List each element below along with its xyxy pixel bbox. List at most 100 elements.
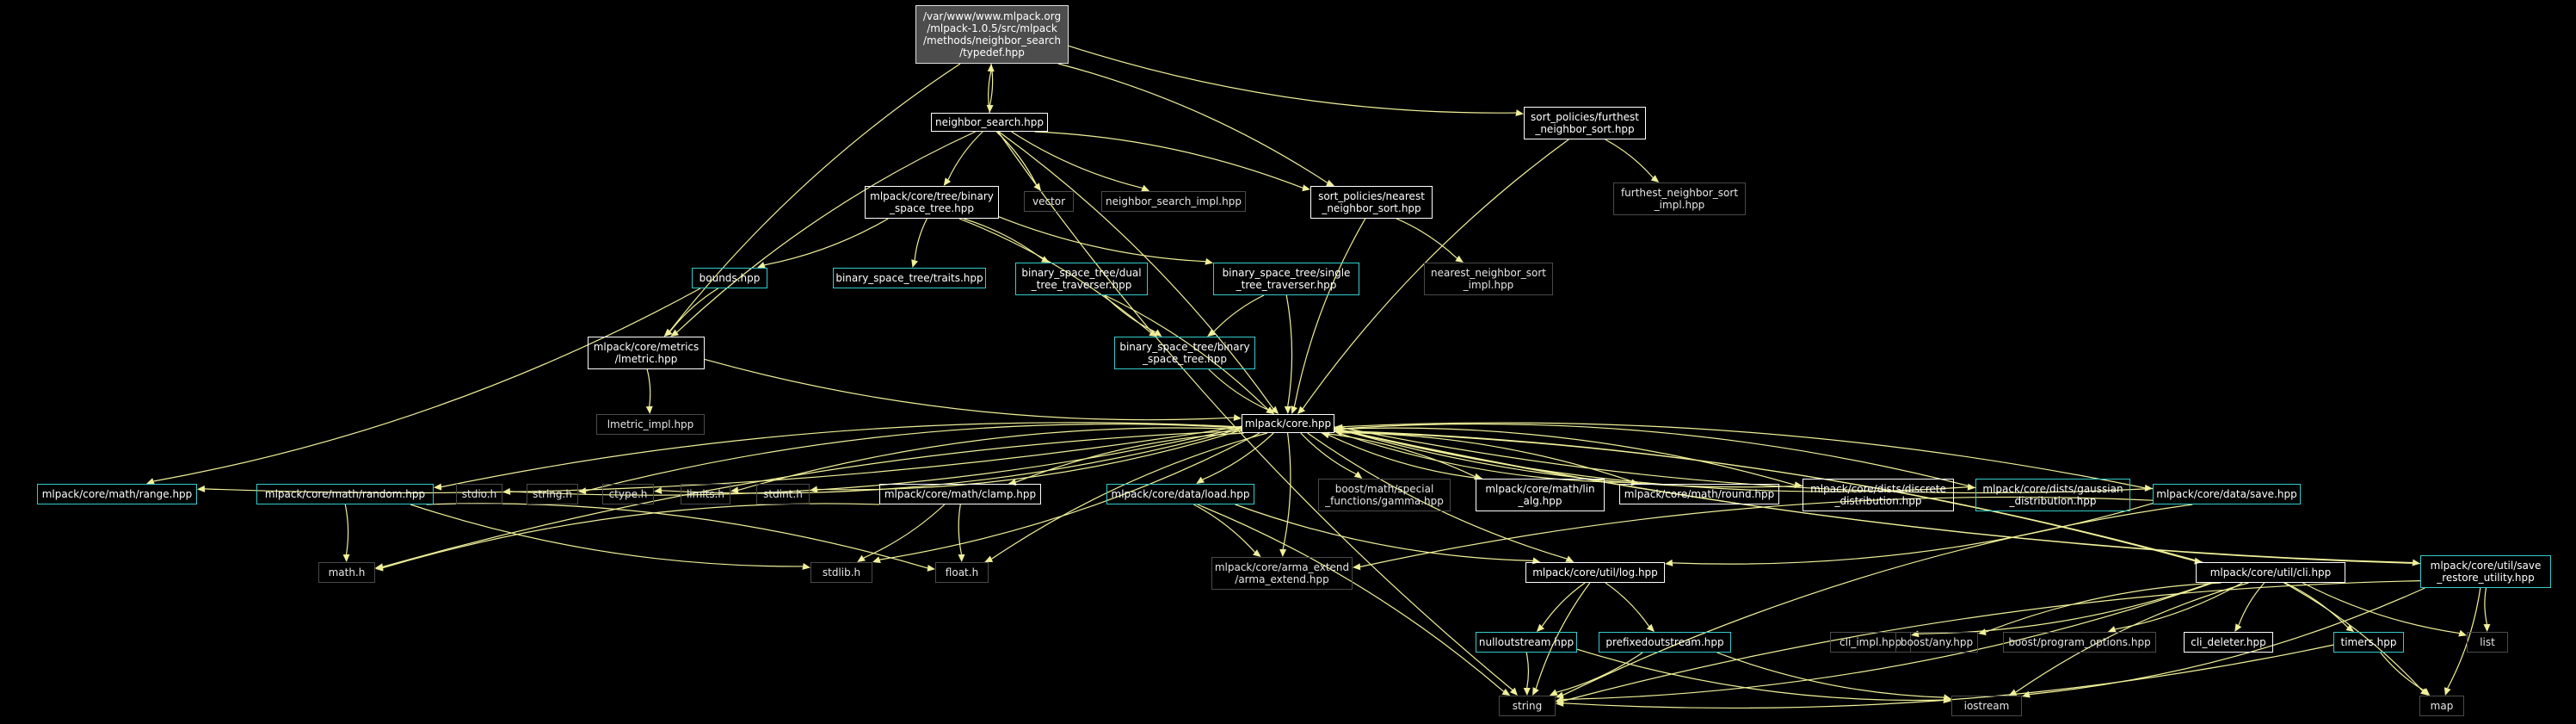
edge-core-to-load — [1202, 432, 1274, 480]
edge-arrowhead — [857, 554, 866, 562]
node-traits[interactable]: binary_space_tree/traits.hpp — [833, 268, 986, 288]
edge-bounds-to-lmetric — [669, 288, 718, 332]
edge-bst-to-dual — [963, 218, 1044, 260]
node-nullout[interactable]: nulloutstream.hpp — [1476, 632, 1577, 653]
node-random[interactable]: mlpack/core/math/random.hpp — [256, 484, 434, 504]
node-prefixed[interactable]: prefixedoutstream.hpp — [1599, 632, 1731, 653]
edge-arrowhead — [645, 405, 653, 414]
edge-arrowhead — [1943, 694, 1951, 702]
node-core[interactable]: mlpack/core.hpp — [1242, 414, 1334, 433]
node-arma: mlpack/core/arma_extend /arma_extend.hpp — [1211, 557, 1353, 590]
node-sp-far[interactable]: sort_policies/furthest _neighbor_sort.hp… — [1524, 107, 1646, 139]
edge-arrowhead — [2234, 623, 2242, 632]
edge-discrete-to-core — [1341, 430, 1803, 488]
edge-arrowhead — [1794, 481, 1803, 489]
edge-arrowhead — [1326, 179, 1335, 187]
edge-gaussian-to-core — [1341, 423, 1976, 489]
edge-save-to-string — [1562, 504, 2193, 696]
node-dual[interactable]: binary_space_tree/dual _tree_traverser.h… — [1015, 263, 1148, 295]
node-bst[interactable]: mlpack/core/tree/binary _space_tree.hpp — [865, 186, 999, 219]
node-save[interactable]: mlpack/core/data/save.hpp — [2153, 484, 2301, 504]
edge-root-to-sp_far — [1068, 45, 1517, 114]
edge-arrowhead — [2412, 559, 2420, 566]
edge-bst-to-bounds — [764, 218, 889, 266]
node-bounds[interactable]: bounds.hpp — [692, 268, 767, 288]
edge-arrowhead — [1565, 555, 1575, 562]
edge-round-to-core — [1341, 432, 1640, 485]
edge-arrowhead — [1665, 559, 1673, 566]
node-log[interactable]: mlpack/core/util/log.hpp — [1525, 562, 1665, 583]
edge-arrowhead — [1253, 549, 1261, 557]
node-iostream: iostream — [1951, 696, 2022, 716]
edge-arrowhead — [375, 564, 384, 572]
node-bstbin[interactable]: binary_space_tree/binary _space_tree.hpp — [1114, 337, 1255, 369]
edge-load-to-log — [1235, 504, 1533, 561]
edge-arrowhead — [1646, 623, 1655, 632]
edge-random-to-float — [426, 503, 928, 569]
edge-clamp-to-stdlib — [863, 504, 946, 559]
node-stdint: stdint.h — [756, 484, 810, 504]
node-list: list — [2467, 632, 2508, 653]
edge-ns-to-root — [988, 71, 992, 114]
node-float: float.h — [935, 562, 989, 583]
edge-arrowhead — [2144, 484, 2153, 492]
node-ns[interactable]: neighbor_search.hpp — [931, 113, 1048, 132]
node-discrete[interactable]: mlpack/core/dists/discrete _distribution… — [1803, 479, 1954, 511]
edge-save-to-log — [1672, 503, 2154, 565]
edge-ns-to-lmetric — [676, 131, 976, 333]
edge-core-to-log — [1307, 432, 1568, 560]
edge-arrowhead — [958, 554, 965, 562]
edge-arrowhead — [802, 562, 810, 570]
node-stringh: string.h — [527, 484, 578, 504]
node-linalg[interactable]: mlpack/core/math/lin _alg.hpp — [1476, 479, 1605, 511]
edge-arrowhead — [1321, 431, 1330, 439]
edge-core-to-linalg — [1321, 432, 1476, 478]
edge-arrowhead — [1196, 476, 1205, 484]
node-sp-far-impl: furthest_neighbor_sort _impl.hpp — [1613, 183, 1746, 215]
node-clamp[interactable]: mlpack/core/math/clamp.hpp — [879, 484, 1041, 504]
node-sp-near[interactable]: sort_policies/nearest _neighbor_sort.hpp — [1310, 186, 1433, 219]
edge-core-to-round — [1334, 430, 1632, 484]
edge-arrowhead — [664, 329, 673, 337]
edge-arrowhead — [654, 486, 662, 494]
node-cli[interactable]: mlpack/core/util/cli.hpp — [2196, 562, 2345, 583]
node-gaussian[interactable]: mlpack/core/dists/gaussian _distribution… — [1975, 479, 2130, 511]
edge-arrowhead — [1501, 688, 1511, 696]
node-load[interactable]: mlpack/core/data/load.hpp — [1106, 484, 1254, 504]
node-timers[interactable]: timers.hpp — [2333, 632, 2404, 653]
edge-saverestore-to-map — [2447, 587, 2481, 689]
node-lmetric[interactable]: mlpack/core/metrics /lmetric.hpp — [588, 337, 705, 369]
edge-core-to-stdlib — [879, 432, 1260, 560]
node-any: boost/any.hpp — [1895, 632, 1978, 653]
edge-core-to-gamma — [1300, 432, 1357, 475]
edge-arrowhead — [1266, 406, 1274, 414]
edge-saverestore-to-list — [2484, 587, 2488, 625]
node-saverestore[interactable]: mlpack/core/util/save _restore_utility.h… — [2420, 555, 2551, 588]
node-cli-impl: cli_impl.hpp — [1830, 632, 1911, 653]
edge-arrowhead — [1334, 426, 1343, 434]
edge-prefixed-to-string — [1556, 652, 1643, 693]
edge-log-to-string — [1535, 582, 1591, 690]
edge-arrowhead — [578, 487, 587, 495]
edge-core-to-save — [1334, 422, 2146, 489]
node-single[interactable]: binary_space_tree/single _tree_traverser… — [1213, 263, 1359, 295]
edge-root-to-sp_near — [1057, 63, 1328, 183]
node-range[interactable]: mlpack/core/math/range.hpp — [37, 484, 197, 504]
node-deleter[interactable]: cli_deleter.hpp — [2184, 632, 2273, 653]
edge-arrowhead — [2444, 687, 2451, 696]
edge-single-to-core — [1285, 294, 1293, 407]
edge-arrowhead — [757, 262, 766, 269]
edge-log-to-prefixed — [1605, 582, 1650, 627]
edge-lmetric-to-core — [704, 358, 1235, 421]
edge-arrowhead — [1455, 255, 1464, 263]
edge-ns-to-sp_near — [1034, 131, 1303, 189]
edge-arrowhead — [1532, 687, 1539, 696]
edge-arrowhead — [1556, 697, 1564, 705]
edge-cli-to-list — [2302, 582, 2460, 634]
node-round[interactable]: mlpack/core/math/round.hpp — [1619, 484, 1779, 504]
edge-arrowhead — [872, 556, 881, 563]
edge-arrowhead — [911, 259, 918, 268]
edge-arrowhead — [1205, 257, 1213, 265]
